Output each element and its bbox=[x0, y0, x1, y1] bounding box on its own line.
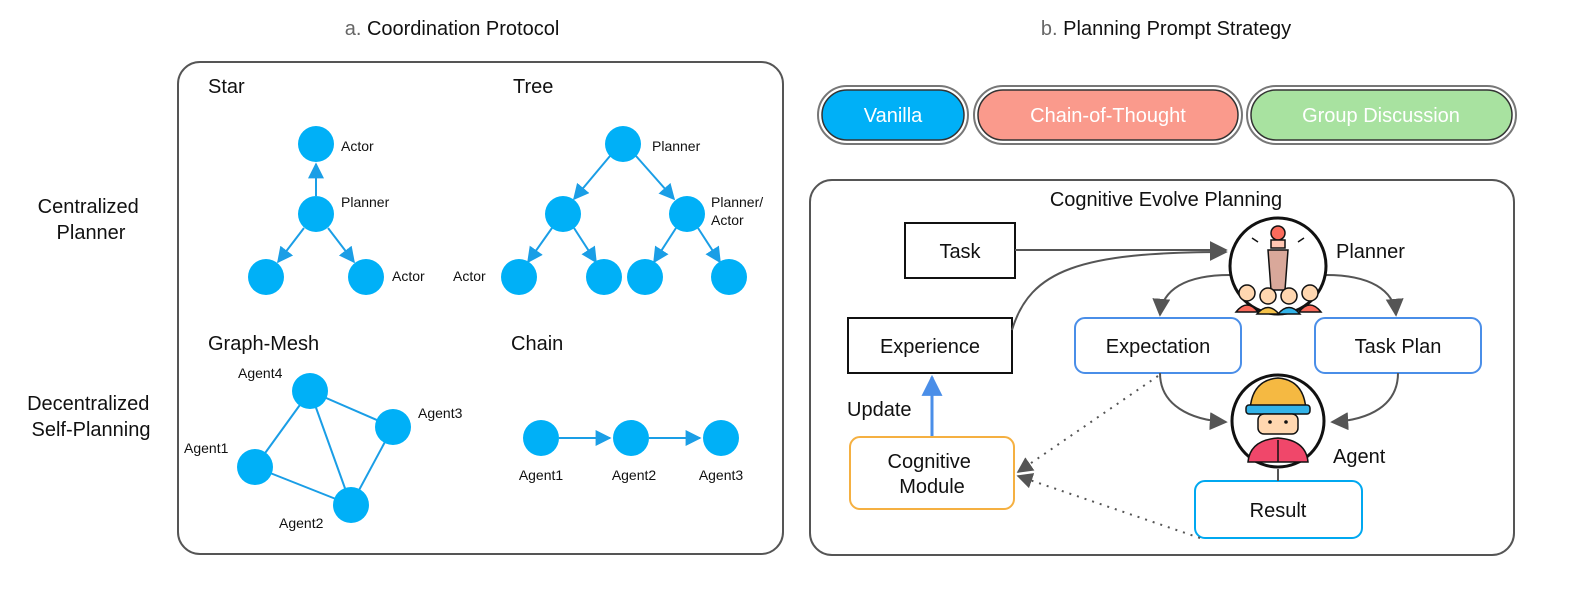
tree-label-planner: Planner bbox=[652, 138, 701, 154]
star-node-planner bbox=[298, 196, 334, 232]
mesh-graph: Graph-Mesh Agent4 Agent3 Agent1 Agent2 bbox=[184, 333, 463, 531]
tree-node-root bbox=[605, 126, 641, 162]
star-label-top-actor: Actor bbox=[341, 138, 374, 154]
cep-title: Cognitive Evolve Planning bbox=[1050, 189, 1282, 211]
tree-node-right bbox=[669, 196, 705, 232]
mesh-label-agent1: Agent1 bbox=[184, 440, 229, 456]
cep-frame bbox=[809, 179, 1515, 556]
tree-edge-root-left bbox=[572, 155, 611, 201]
experience-to-planner-arrow bbox=[1011, 243, 1228, 331]
mesh-title: Graph-Mesh bbox=[208, 333, 319, 355]
tree-edge-right-rr bbox=[697, 227, 721, 264]
tree-node-left bbox=[545, 196, 581, 232]
chain-title: Chain bbox=[511, 333, 563, 355]
cognitive-module-label: Cognitive Module bbox=[888, 451, 977, 498]
experience-box bbox=[847, 317, 1013, 374]
strategy-vanilla: Vanilla bbox=[817, 85, 969, 145]
result-label: Result bbox=[1250, 500, 1307, 522]
panel-a-title: a. Coordination Protocol bbox=[345, 18, 560, 40]
mesh-label-agent4: Agent4 bbox=[238, 365, 283, 381]
planner-to-taskplan-arrow bbox=[1325, 274, 1404, 317]
star-title: Star bbox=[208, 76, 245, 98]
tree-graph: Tree Planner Planner/ Actor Actor bbox=[453, 76, 767, 295]
tree-edge-left-ll bbox=[527, 227, 553, 264]
chain-graph: Chain Agent1 Agent2 Agent3 bbox=[511, 333, 743, 483]
star-label-planner: Planner bbox=[341, 194, 390, 210]
strategy-chain-of-thought: Chain-of-Thought bbox=[973, 85, 1243, 145]
mesh-node-agent2 bbox=[333, 487, 369, 523]
panel-b-title: b. Planning Prompt Strategy bbox=[1041, 18, 1291, 40]
star-edge-planner-right bbox=[327, 227, 355, 264]
tree-label-planner-actor: Planner/ Actor bbox=[711, 194, 767, 228]
chain-label-agent1: Agent1 bbox=[519, 467, 564, 483]
tree-edge-root-right bbox=[635, 155, 676, 201]
task-label: Task bbox=[939, 241, 981, 263]
chain-label-agent3: Agent3 bbox=[699, 467, 744, 483]
strategy-group-discussion: Group Discussion bbox=[1246, 85, 1517, 145]
mesh-edge-4-2 bbox=[309, 390, 352, 506]
planner-icon bbox=[1228, 216, 1328, 316]
tree-title: Tree bbox=[513, 76, 553, 98]
agent-icon bbox=[1230, 373, 1326, 469]
svg-text:Group Discussion: Group Discussion bbox=[1302, 105, 1460, 127]
update-label: Update bbox=[847, 399, 912, 421]
star-label-right-actor: Actor bbox=[392, 268, 425, 284]
star-edge-planner-left bbox=[277, 227, 305, 264]
result-to-cognitive-dotted bbox=[1016, 473, 1201, 539]
tree-edge-left-lr bbox=[573, 227, 597, 264]
expectation-label: Expectation bbox=[1106, 336, 1211, 358]
expectation-to-agent-arrow bbox=[1159, 372, 1228, 431]
tree-node-ll bbox=[501, 259, 537, 295]
row-label-decentralized: Decentralized Self-Planning bbox=[27, 393, 155, 441]
taskplan-to-agent-arrow bbox=[1330, 372, 1399, 431]
planner-label: Planner bbox=[1336, 241, 1405, 263]
cognitive-module-box bbox=[849, 436, 1015, 510]
task-plan-label: Task Plan bbox=[1355, 336, 1442, 358]
row-label-centralized: Centralized Planner bbox=[38, 196, 145, 244]
tree-node-rr bbox=[711, 259, 747, 295]
tree-label-actor: Actor bbox=[453, 268, 486, 284]
mesh-label-agent3: Agent3 bbox=[418, 405, 463, 421]
chain-node-agent1 bbox=[523, 420, 559, 456]
mesh-node-agent4 bbox=[292, 373, 328, 409]
tree-node-lr bbox=[586, 259, 622, 295]
svg-text:Vanilla: Vanilla bbox=[864, 105, 923, 127]
mesh-node-agent3 bbox=[375, 409, 411, 445]
mesh-node-agent1 bbox=[237, 449, 273, 485]
mesh-label-agent2: Agent2 bbox=[279, 515, 324, 531]
agent-label: Agent bbox=[1333, 446, 1386, 468]
tree-edge-right-rl bbox=[653, 227, 677, 264]
experience-label: Experience bbox=[880, 336, 980, 358]
chain-label-agent2: Agent2 bbox=[612, 467, 657, 483]
star-node-actor-top bbox=[298, 126, 334, 162]
tree-node-rl bbox=[627, 259, 663, 295]
chain-node-agent3 bbox=[703, 420, 739, 456]
planner-to-expectation-arrow bbox=[1152, 274, 1231, 317]
star-node-right bbox=[348, 259, 384, 295]
star-graph: Star Actor Planner Actor bbox=[208, 76, 425, 295]
expectation-to-cognitive-dotted bbox=[1016, 375, 1159, 473]
chain-node-agent2 bbox=[613, 420, 649, 456]
svg-text:Chain-of-Thought: Chain-of-Thought bbox=[1030, 105, 1186, 127]
expectation-box bbox=[1074, 317, 1242, 374]
panel-a-frame bbox=[177, 61, 784, 555]
star-node-left bbox=[248, 259, 284, 295]
